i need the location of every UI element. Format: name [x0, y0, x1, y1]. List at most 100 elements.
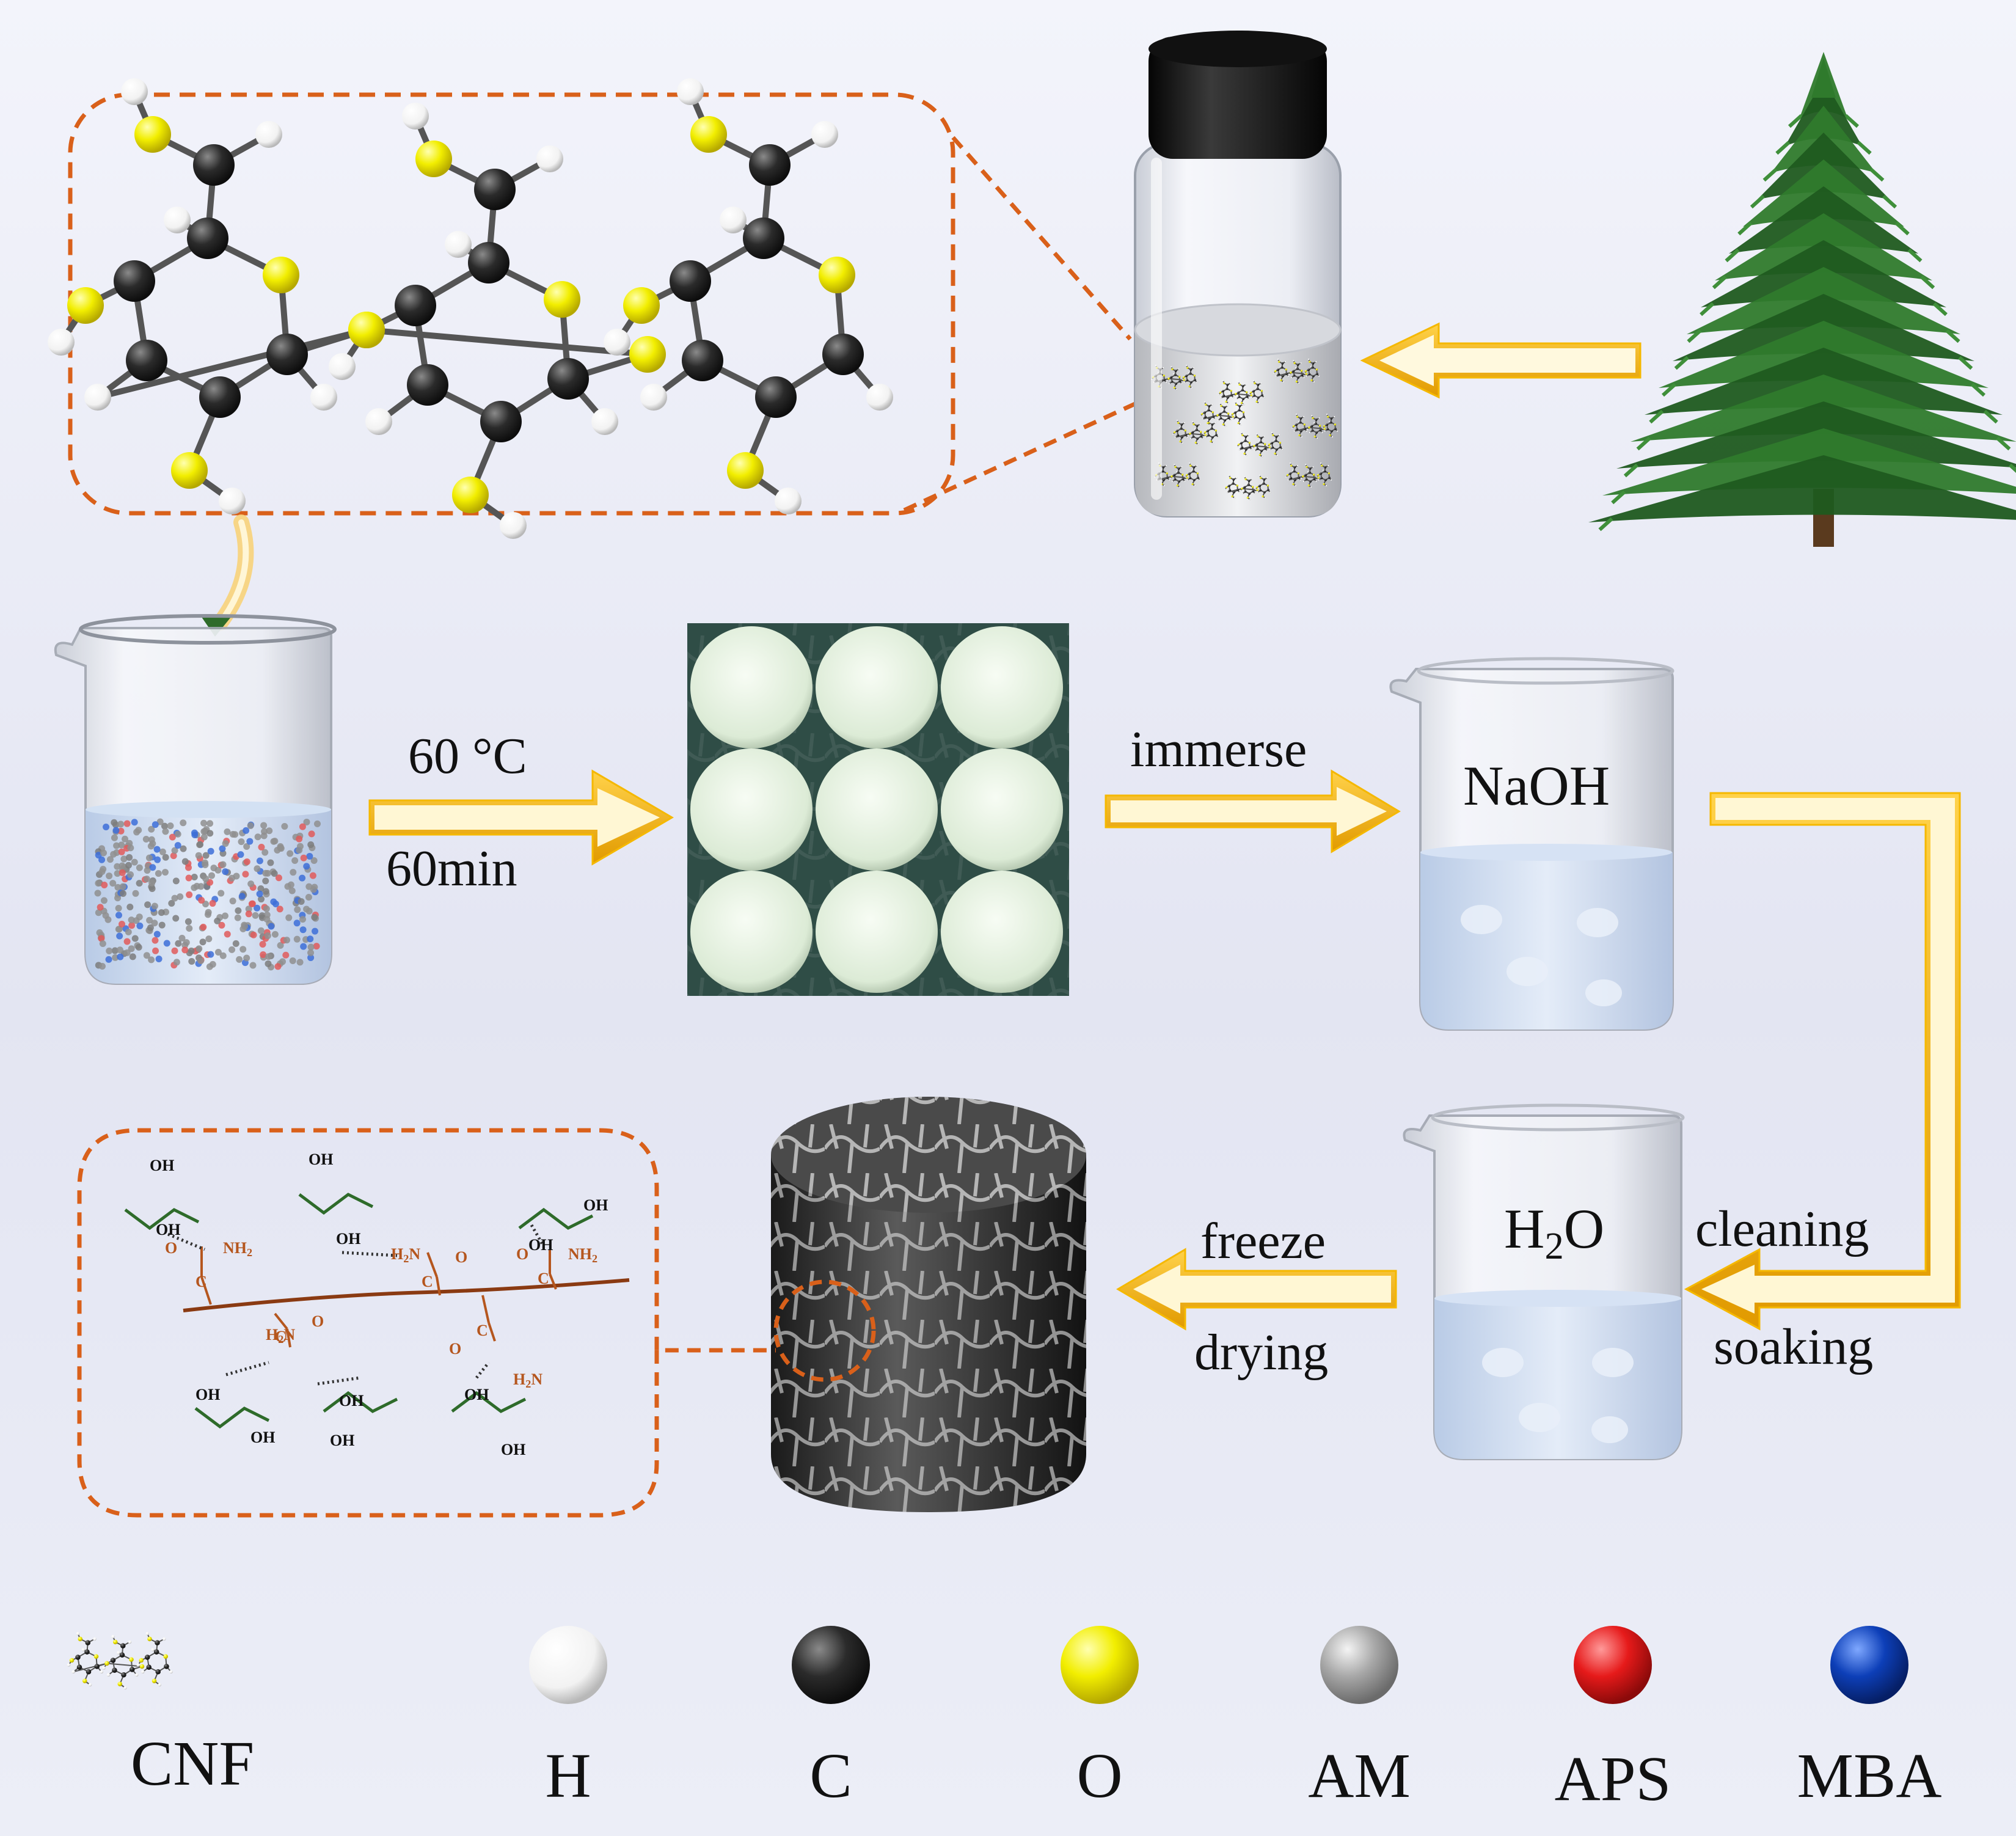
chem-label-part: OH [156, 1221, 181, 1238]
hydrogel-bead [816, 871, 938, 993]
oxygen-atom [263, 257, 299, 293]
legend [67, 1626, 1908, 1704]
water-label: H2O [1504, 1198, 1605, 1265]
oxygen-atom [544, 281, 580, 318]
oxygen-atom [629, 336, 666, 373]
chem-label: NH2 [223, 1239, 253, 1259]
oxygen-atom [727, 452, 764, 489]
hydrogen-atom [121, 78, 148, 105]
oxygen-atom [623, 287, 660, 324]
chem-label-part: NH [223, 1239, 247, 1257]
chem-label-part: OH [501, 1441, 526, 1458]
chem-label: O [312, 1314, 324, 1329]
chem-label: OH [309, 1152, 333, 1168]
hydrogel-bead [690, 748, 813, 871]
chem-label-part: OH [464, 1386, 489, 1403]
chem-label-part: C [195, 1273, 207, 1290]
chem-label: C [275, 1329, 287, 1345]
hydrogen-atom [775, 488, 802, 514]
cellulose-chain [323, 1391, 398, 1413]
hydrogel-bead [690, 871, 813, 993]
arrow-immerse [1105, 769, 1401, 854]
chem-label: C [538, 1271, 549, 1287]
chem-label-part: O [312, 1312, 324, 1330]
hydrogel-bead [816, 748, 938, 871]
naoh-beaker [1389, 657, 1675, 1031]
chem-label-part: N [283, 1326, 296, 1344]
hydrogel-photo [687, 623, 1069, 996]
cellulose-chain [124, 1208, 200, 1231]
chem-label: H2N [391, 1246, 420, 1265]
hydrogel-bead [941, 871, 1063, 993]
step-time: 60min [386, 840, 517, 897]
pine-tree-image [1588, 52, 2016, 547]
chem-label-part: OH [330, 1432, 355, 1449]
aerogel-zoom-circle [773, 1279, 876, 1382]
carbon-atom [193, 144, 235, 186]
hydrogel-bead [690, 626, 813, 748]
legend-aps-ball [1574, 1626, 1652, 1704]
legend-label-mba: MBA [1797, 1741, 1942, 1811]
oxygen-atom [452, 477, 489, 513]
naoh-label: NaOH [1463, 755, 1610, 817]
legend-label-am: AM [1308, 1741, 1411, 1811]
chem-label: O [449, 1341, 461, 1357]
hydrogen-atom [500, 512, 527, 539]
hydrogen-atom [866, 384, 893, 411]
carbon-atom [468, 242, 509, 283]
hydrogen-atom [255, 121, 282, 148]
chem-label: OH [195, 1387, 220, 1403]
carbon-atom [407, 364, 448, 406]
chem-label-part: NH [568, 1245, 592, 1263]
hydrogen-atom [329, 353, 356, 380]
monomer-particles [94, 818, 321, 971]
hydrogen-bond-structure [124, 1193, 594, 1429]
water-label-subscript: 2 [1544, 1224, 1564, 1267]
carbon-atom [822, 334, 864, 375]
chem-label: H2N [266, 1326, 296, 1345]
carbon-atom [480, 401, 522, 442]
hydrogen-atom [310, 384, 337, 411]
step-freeze: freeze [1200, 1213, 1326, 1270]
legend-label-o: O [1076, 1741, 1123, 1811]
chem-label: NH2 [568, 1245, 598, 1265]
chem-label-part: 2 [403, 1253, 409, 1265]
chem-label: OH [583, 1198, 608, 1213]
chem-label-part: O [165, 1239, 178, 1257]
water-beaker [1403, 1103, 1685, 1460]
step-drying: drying [1194, 1324, 1329, 1381]
cellulose-chain [451, 1391, 527, 1413]
chem-label: OH [336, 1231, 360, 1247]
chem-label-part: 2 [247, 1246, 253, 1259]
step-cleaning: cleaning [1695, 1201, 1869, 1257]
chem-label: O [455, 1249, 467, 1265]
oxygen-atom [134, 116, 171, 153]
legend-label-cnf: CNF [130, 1728, 255, 1799]
chem-label-part: 2 [592, 1253, 598, 1265]
hydrogen-atom [219, 488, 246, 514]
hydrogen-atom [811, 121, 838, 148]
water-label-o: O [1563, 1198, 1605, 1260]
oxygen-atom [819, 257, 855, 293]
carbon-atom [547, 358, 589, 400]
aerogel-cylinder [771, 1097, 1086, 1512]
hydrogen-atom [365, 408, 392, 435]
monomer-beaker [54, 614, 337, 985]
chem-label: OH [528, 1237, 553, 1253]
hydrogen-atom [164, 207, 191, 233]
arrow-tree-to-vial [1360, 322, 1642, 399]
arrow-polymerization [368, 769, 674, 866]
chem-label-part: OH [195, 1386, 221, 1403]
legend-carbon-ball [792, 1626, 870, 1704]
hydrogen-atom [48, 329, 75, 356]
carbon-atom [266, 334, 308, 375]
cnf-suspension-vial [1134, 31, 1342, 518]
chem-label-part: O [455, 1248, 468, 1266]
chem-label: C [195, 1274, 207, 1290]
carbon-atom [474, 169, 516, 210]
chem-label-part: OH [339, 1392, 364, 1410]
chem-label: OH [150, 1158, 174, 1174]
chem-label-part: C [538, 1270, 549, 1287]
